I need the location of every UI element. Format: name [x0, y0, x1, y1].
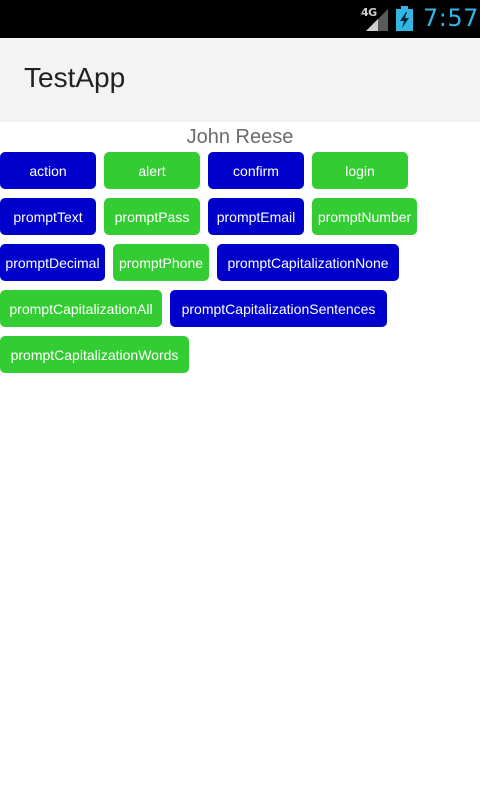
prompt-decimal-button[interactable]: promptDecimal	[0, 244, 105, 281]
action-button[interactable]: action	[0, 152, 96, 189]
prompt-capitalization-words-button[interactable]: promptCapitalizationWords	[0, 336, 189, 373]
prompt-phone-button[interactable]: promptPhone	[113, 244, 209, 281]
status-clock: 7:57	[423, 4, 479, 32]
status-bar: 4G 7:57	[0, 0, 480, 38]
prompt-capitalization-none-button[interactable]: promptCapitalizationNone	[217, 244, 399, 281]
prompt-email-button[interactable]: promptEmail	[208, 198, 304, 235]
prompt-capitalization-all-button[interactable]: promptCapitalizationAll	[0, 290, 162, 327]
network-type-label: 4G	[361, 6, 377, 19]
prompt-pass-button[interactable]: promptPass	[104, 198, 200, 235]
signal-icon	[366, 9, 388, 31]
user-name: John Reese	[186, 126, 294, 148]
app-title: TestApp	[24, 62, 126, 93]
confirm-button[interactable]: confirm	[208, 152, 304, 189]
prompt-text-button[interactable]: promptText	[0, 198, 96, 235]
action-bar: TestApp	[0, 38, 480, 122]
battery-charging-icon	[396, 6, 413, 31]
prompt-number-button[interactable]: promptNumber	[312, 198, 417, 235]
prompt-capitalization-sentences-button[interactable]: promptCapitalizationSentences	[170, 290, 387, 327]
login-button[interactable]: login	[312, 152, 408, 189]
alert-button[interactable]: alert	[104, 152, 200, 189]
